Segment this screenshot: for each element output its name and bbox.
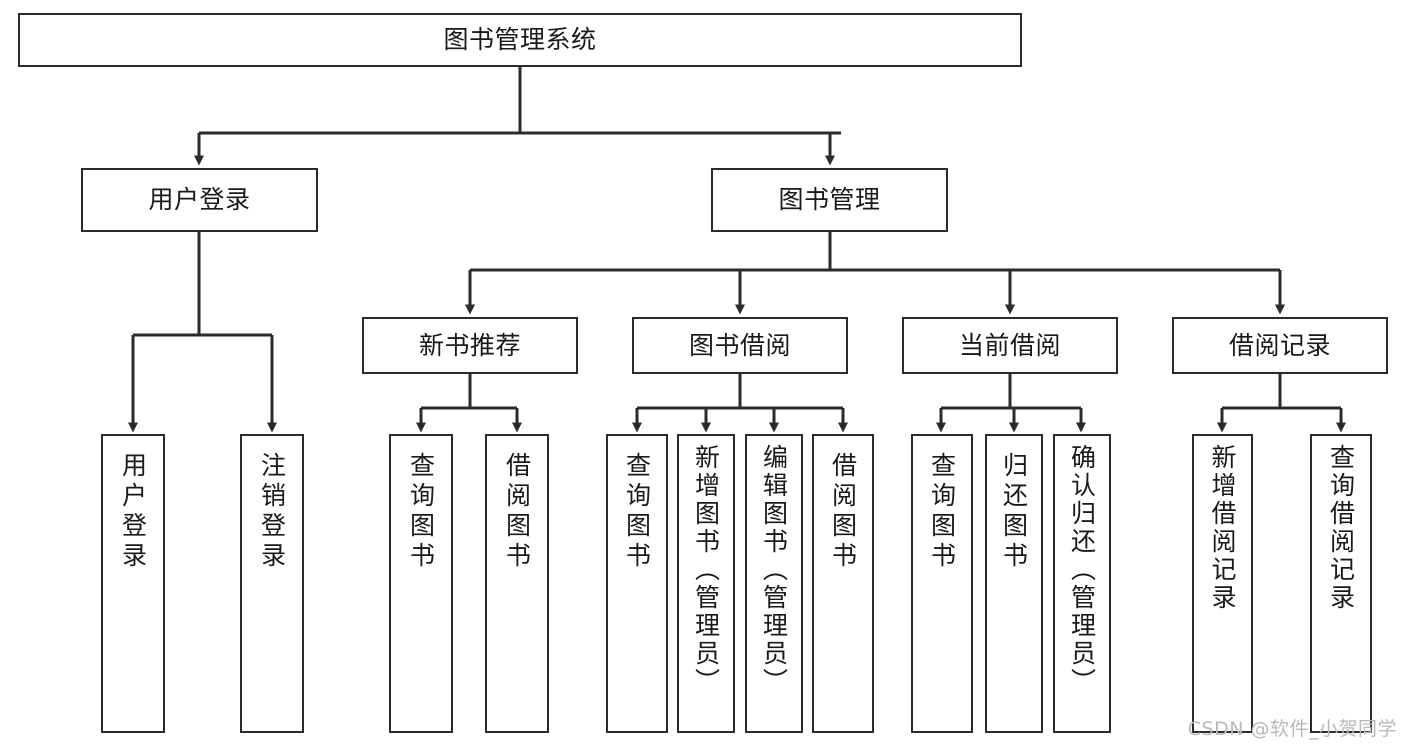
node-label: 查询借阅记录 (1326, 444, 1356, 612)
node-book-borrowing[interactable]: 图书借阅 (632, 317, 848, 374)
node-label: 当前借阅 (958, 330, 1061, 360)
node-label: 编辑图书（管理员） (759, 444, 789, 696)
leaf-add-book-admin[interactable]: 新增图书（管理员） (677, 434, 735, 733)
node-label: 图书管理系统 (443, 25, 597, 55)
node-label: 新书推荐 (418, 330, 521, 360)
node-book-management[interactable]: 图书管理 (711, 168, 948, 232)
node-label: 图书管理 (778, 185, 881, 215)
leaf-query-books-borrow[interactable]: 查询图书 (606, 434, 668, 733)
leaf-borrow-books[interactable]: 借阅图书 (812, 434, 874, 733)
node-current-borrowing[interactable]: 当前借阅 (902, 317, 1118, 374)
leaf-borrow-books-new[interactable]: 借阅图书 (485, 434, 549, 733)
leaf-return-books[interactable]: 归还图书 (985, 434, 1043, 733)
leaf-edit-book-admin[interactable]: 编辑图书（管理员） (745, 434, 803, 733)
node-user-login[interactable]: 用户登录 (81, 168, 318, 232)
node-label: 用户登录 (118, 452, 148, 572)
leaf-logout[interactable]: 注销登录 (240, 434, 304, 733)
node-label: 注销登录 (257, 452, 287, 572)
leaf-query-borrow-record[interactable]: 查询借阅记录 (1310, 434, 1372, 733)
leaf-query-books-new[interactable]: 查询图书 (389, 434, 453, 733)
leaf-query-books-current[interactable]: 查询图书 (911, 434, 973, 733)
node-label: 归还图书 (999, 452, 1029, 572)
node-borrowing-record[interactable]: 借阅记录 (1172, 317, 1388, 374)
node-label: 新增图书（管理员） (691, 444, 721, 696)
node-label: 查询图书 (927, 452, 957, 572)
node-label: 用户登录 (148, 185, 251, 215)
node-label: 图书借阅 (688, 330, 791, 360)
node-label: 查询图书 (622, 452, 652, 572)
leaf-confirm-return-admin[interactable]: 确认归还（管理员） (1053, 434, 1111, 733)
node-label: 新增借阅记录 (1208, 444, 1237, 612)
node-root-book-management-system[interactable]: 图书管理系统 (18, 13, 1022, 67)
leaf-add-borrow-record[interactable]: 新增借阅记录 (1192, 434, 1253, 733)
node-label: 借阅图书 (502, 452, 532, 572)
node-label: 查询图书 (406, 452, 436, 572)
node-new-book-recommendation[interactable]: 新书推荐 (362, 317, 578, 374)
csdn-watermark: CSDN @软件_小贺同学 (1187, 718, 1397, 740)
node-label: 确认归还（管理员） (1067, 444, 1097, 696)
node-label: 借阅记录 (1228, 330, 1331, 360)
node-label: 借阅图书 (828, 452, 858, 572)
leaf-user-login[interactable]: 用户登录 (101, 434, 165, 733)
